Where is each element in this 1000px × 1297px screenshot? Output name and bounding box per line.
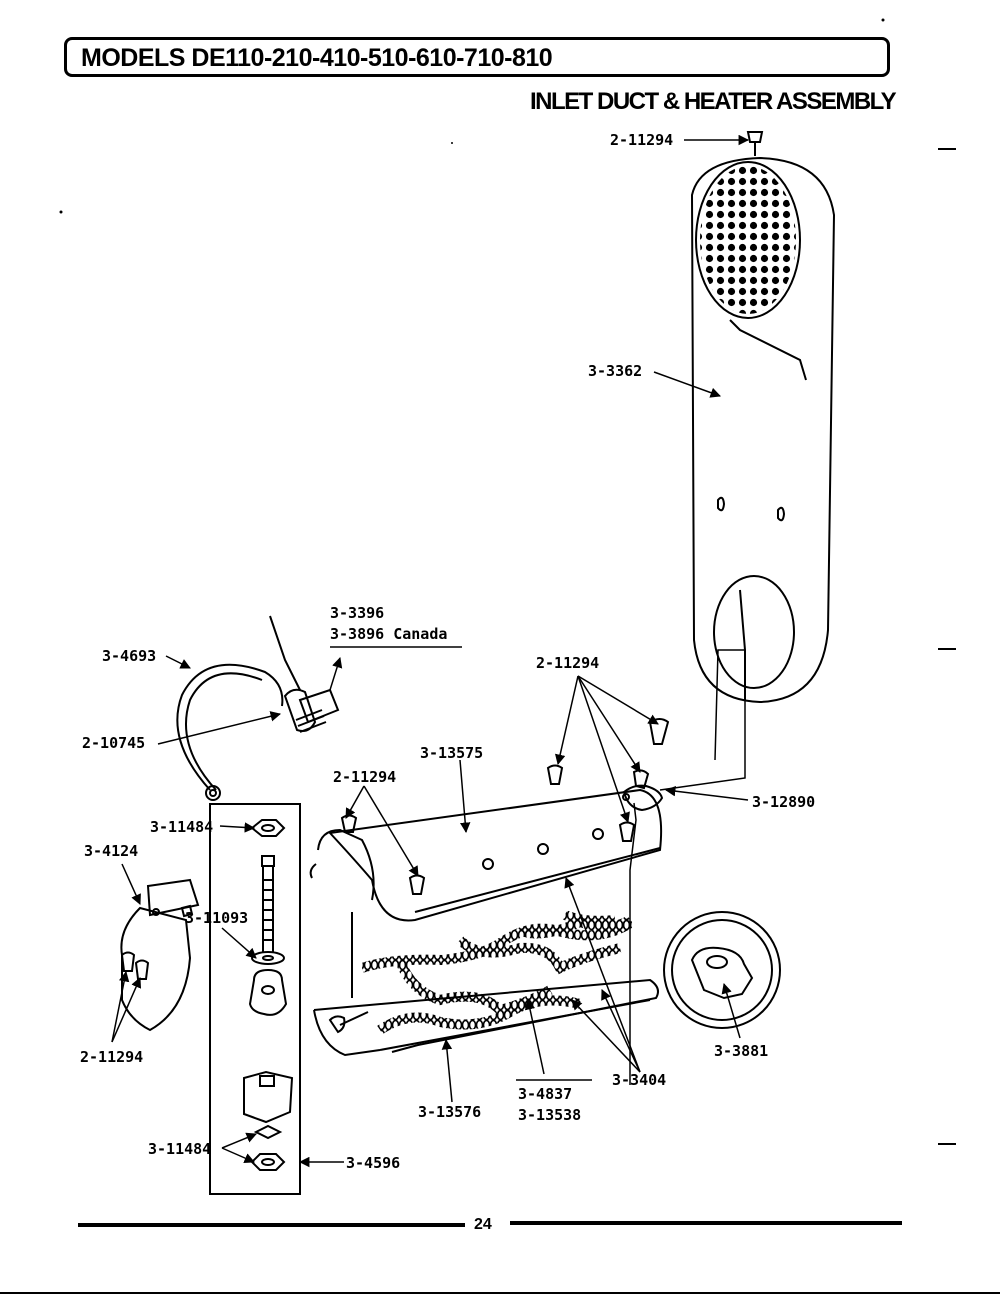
- section-title: INLET DUCT & HEATER ASSEMBLY: [530, 88, 897, 115]
- label-3-11093: 3-11093: [185, 909, 249, 927]
- terminal-block: [269, 615, 340, 733]
- label-3-3396: 3-3396: [330, 604, 385, 622]
- page-number: 24: [474, 1216, 492, 1233]
- terminal-stack-box: [209, 803, 301, 1195]
- label-3-13576: 3-13576: [418, 1103, 482, 1121]
- label-3-4693: 3-4693: [102, 647, 157, 665]
- label-3-3881: 3-3881: [714, 1042, 769, 1060]
- label-rules: [330, 646, 592, 1081]
- label-3-11484-bottom: 3-11484: [148, 1140, 212, 1158]
- heater-top-housing: [309, 788, 663, 922]
- heater-bottom-housing: [313, 978, 659, 1057]
- label-2-11294-mid-right: 2-11294: [536, 654, 600, 672]
- scan-marks: [59, 18, 956, 1145]
- mounting-bracket: [120, 878, 200, 1032]
- label-3-4837: 3-4837: [518, 1085, 573, 1103]
- label-2-11294-top: 2-11294: [610, 131, 674, 149]
- ground-wire: [176, 663, 284, 801]
- label-3-11484-top: 3-11484: [150, 818, 214, 836]
- label-2-10745: 2-10745: [82, 734, 146, 752]
- label-3-13575: 3-13575: [420, 744, 484, 762]
- label-2-11294-bottom-left: 2-11294: [80, 1048, 144, 1066]
- label-3-3896-canada: 3-3896 Canada: [330, 625, 448, 643]
- label-2-11294-mid-left: 2-11294: [333, 768, 397, 786]
- inlet-duct: [690, 156, 836, 704]
- models-header-frame: MODELS DE110-210-410-510-610-710-810: [64, 37, 890, 77]
- label-3-4596: 3-4596: [346, 1154, 401, 1172]
- wire-guide-lines: [629, 649, 746, 1085]
- screws-bracket: [120, 951, 150, 980]
- footer-rules: [0, 1221, 1000, 1294]
- label-3-4124: 3-4124: [84, 842, 139, 860]
- heater-coil: [351, 910, 635, 1035]
- terminal-stack: [243, 819, 294, 1171]
- label-3-3362: 3-3362: [588, 362, 643, 380]
- models-title: MODELS DE110-210-410-510-610-710-810: [81, 44, 553, 72]
- screw-top: [746, 131, 764, 156]
- leader-lines: [111, 134, 750, 1168]
- label-3-3404: 3-3404: [612, 1071, 667, 1089]
- label-3-12890: 3-12890: [752, 793, 816, 811]
- screw-bracket: [632, 718, 670, 790]
- thermostat-disc: [663, 911, 781, 1029]
- thermostat-bracket: [622, 784, 664, 812]
- label-3-13538: 3-13538: [518, 1106, 582, 1124]
